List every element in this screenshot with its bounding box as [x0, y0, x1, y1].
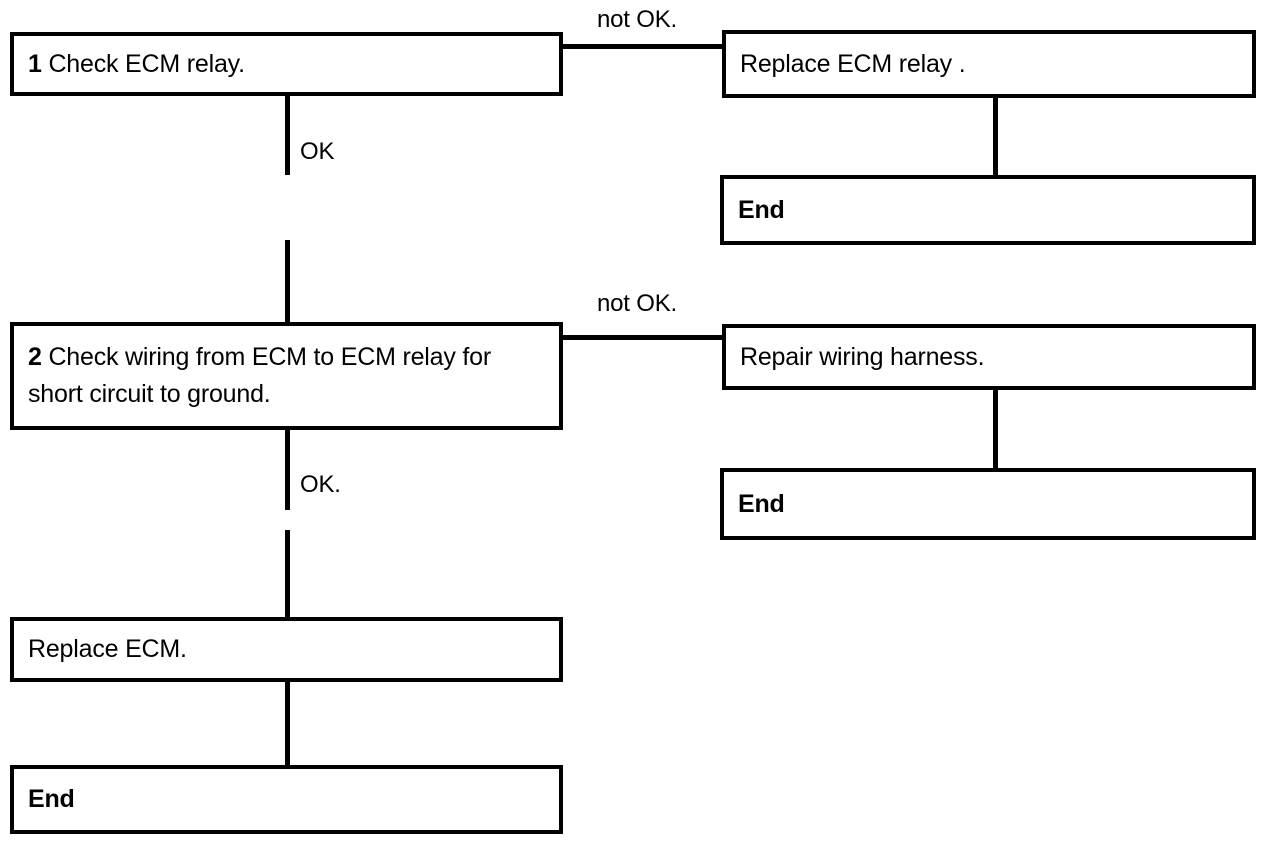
node-end-2-text: End [738, 489, 785, 518]
node-repair-wiring-harness[interactable]: Repair wiring harness. [722, 324, 1256, 390]
node-step-1-number: 1 [28, 49, 49, 78]
node-end-3-text: End [28, 785, 75, 813]
connector-replace-ecm-to-end3 [285, 680, 290, 767]
node-replace-ecm-text: Replace ECM. [28, 635, 187, 663]
node-end-1-text: End [738, 195, 785, 224]
node-step-2[interactable]: 2 Check wiring from ECM to ECM relay for… [10, 322, 563, 430]
connector-step1-to-replace-relay [560, 44, 724, 49]
node-replace-ecm-relay-text: Replace ECM relay . [740, 49, 966, 78]
node-end-2[interactable]: End [720, 468, 1256, 540]
edge-label-ok-2: OK. [300, 471, 341, 498]
node-end-1[interactable]: End [720, 175, 1256, 245]
node-step-2-text: 2 Check wiring from ECM to ECM relay for… [14, 339, 559, 413]
connector-step1-to-step2-upper [285, 94, 290, 175]
node-replace-ecm[interactable]: Replace ECM. [10, 617, 563, 682]
connector-step2-to-replace-ecm-lower [285, 530, 290, 619]
connector-replace-relay-to-end1 [993, 96, 998, 178]
connector-step1-to-step2-lower [285, 240, 290, 324]
node-step-1-text: 1 Check ECM relay. [14, 46, 559, 83]
node-replace-ecm-relay[interactable]: Replace ECM relay . [722, 30, 1256, 98]
node-end-3[interactable]: End [10, 765, 563, 834]
edge-label-ok-1: OK [300, 138, 335, 165]
node-repair-wiring-harness-text: Repair wiring harness. [740, 342, 985, 371]
connector-step2-to-replace-ecm-upper [285, 428, 290, 510]
node-step-2-label: Check wiring from ECM to ECM relay for s… [28, 343, 491, 408]
node-step-1-label: Check ECM relay. [48, 49, 245, 78]
node-step-2-number: 2 [28, 343, 49, 371]
connector-step2-to-repair-harness [560, 335, 724, 340]
connector-repair-harness-to-end2 [993, 388, 998, 470]
node-step-1[interactable]: 1 Check ECM relay. [10, 32, 563, 96]
edge-label-not-ok-1: not OK. [597, 6, 677, 33]
edge-label-not-ok-2: not OK. [597, 290, 677, 317]
